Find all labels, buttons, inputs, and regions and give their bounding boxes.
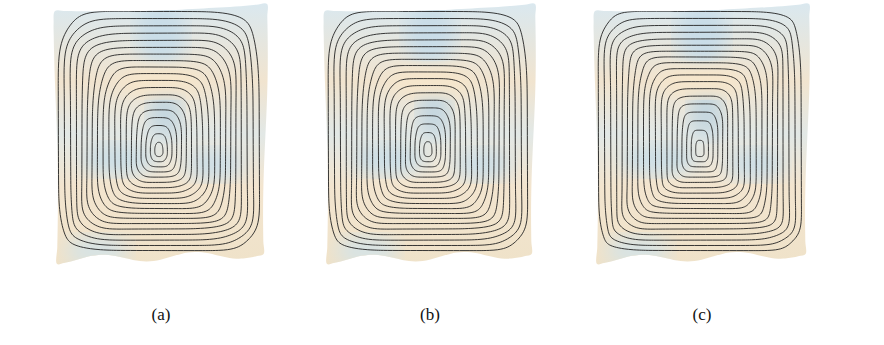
contour-line bbox=[405, 108, 450, 177]
contour-line bbox=[627, 45, 773, 223]
contour-line bbox=[334, 19, 522, 246]
contour-line bbox=[328, 11, 527, 250]
contour-line bbox=[346, 33, 510, 235]
surface-panel bbox=[54, 2, 268, 267]
contour-line bbox=[661, 82, 738, 194]
contour-line bbox=[373, 66, 484, 209]
contour-line bbox=[150, 134, 167, 162]
surface-panel bbox=[594, 2, 810, 267]
surface-shading bbox=[726, 149, 786, 180]
contour-line bbox=[76, 33, 241, 235]
contour-line bbox=[126, 95, 191, 188]
contour-line bbox=[58, 11, 259, 250]
contour-line bbox=[155, 142, 163, 156]
contour-line bbox=[677, 104, 723, 177]
contour-line bbox=[696, 140, 704, 156]
contour-line bbox=[362, 53, 495, 218]
contour-line bbox=[70, 26, 247, 240]
surface-panel bbox=[324, 2, 536, 267]
contour-line bbox=[682, 112, 718, 172]
contour-line bbox=[616, 32, 783, 235]
contour-line bbox=[64, 19, 254, 246]
contour-line bbox=[632, 51, 767, 218]
subfigure-label: (b) bbox=[420, 305, 440, 325]
contour-line bbox=[87, 47, 231, 223]
contour-line bbox=[141, 118, 177, 172]
contour-line bbox=[638, 57, 762, 214]
contour-line bbox=[401, 100, 456, 182]
contour-line bbox=[121, 87, 198, 193]
contour-line bbox=[622, 39, 778, 229]
contour-line bbox=[667, 89, 733, 188]
contour-line bbox=[356, 47, 499, 224]
contour-line bbox=[367, 59, 489, 213]
contour-line bbox=[378, 72, 477, 204]
contour-line bbox=[390, 86, 466, 194]
contour-line bbox=[424, 142, 432, 157]
contour-line bbox=[649, 69, 750, 204]
contour-line bbox=[598, 11, 801, 250]
contour-line bbox=[131, 102, 186, 182]
surface-shading bbox=[453, 149, 512, 180]
contour-line bbox=[415, 124, 441, 167]
contour-line bbox=[655, 75, 744, 198]
contour-line bbox=[340, 26, 516, 241]
contour-line bbox=[687, 121, 713, 167]
contour-line bbox=[691, 130, 708, 162]
contour-line bbox=[644, 63, 757, 209]
contour-line bbox=[610, 25, 789, 240]
contour-line bbox=[351, 40, 504, 229]
contour-line bbox=[419, 133, 436, 162]
subfigure-label: (a) bbox=[152, 305, 171, 325]
contour-line bbox=[97, 61, 220, 214]
contour-line bbox=[672, 96, 728, 182]
contour-line bbox=[146, 125, 172, 166]
subfigure-label: (c) bbox=[693, 305, 712, 325]
contour-line bbox=[410, 116, 445, 172]
contour-line bbox=[82, 40, 236, 229]
contour-line bbox=[384, 79, 471, 199]
contour-line bbox=[136, 110, 181, 177]
contour-line bbox=[604, 18, 796, 245]
contour-line bbox=[103, 67, 215, 209]
contour-line bbox=[109, 74, 209, 204]
contour-line bbox=[92, 54, 226, 218]
surface-shading bbox=[184, 149, 243, 180]
contour-line bbox=[396, 93, 461, 188]
contour-line bbox=[115, 80, 203, 198]
